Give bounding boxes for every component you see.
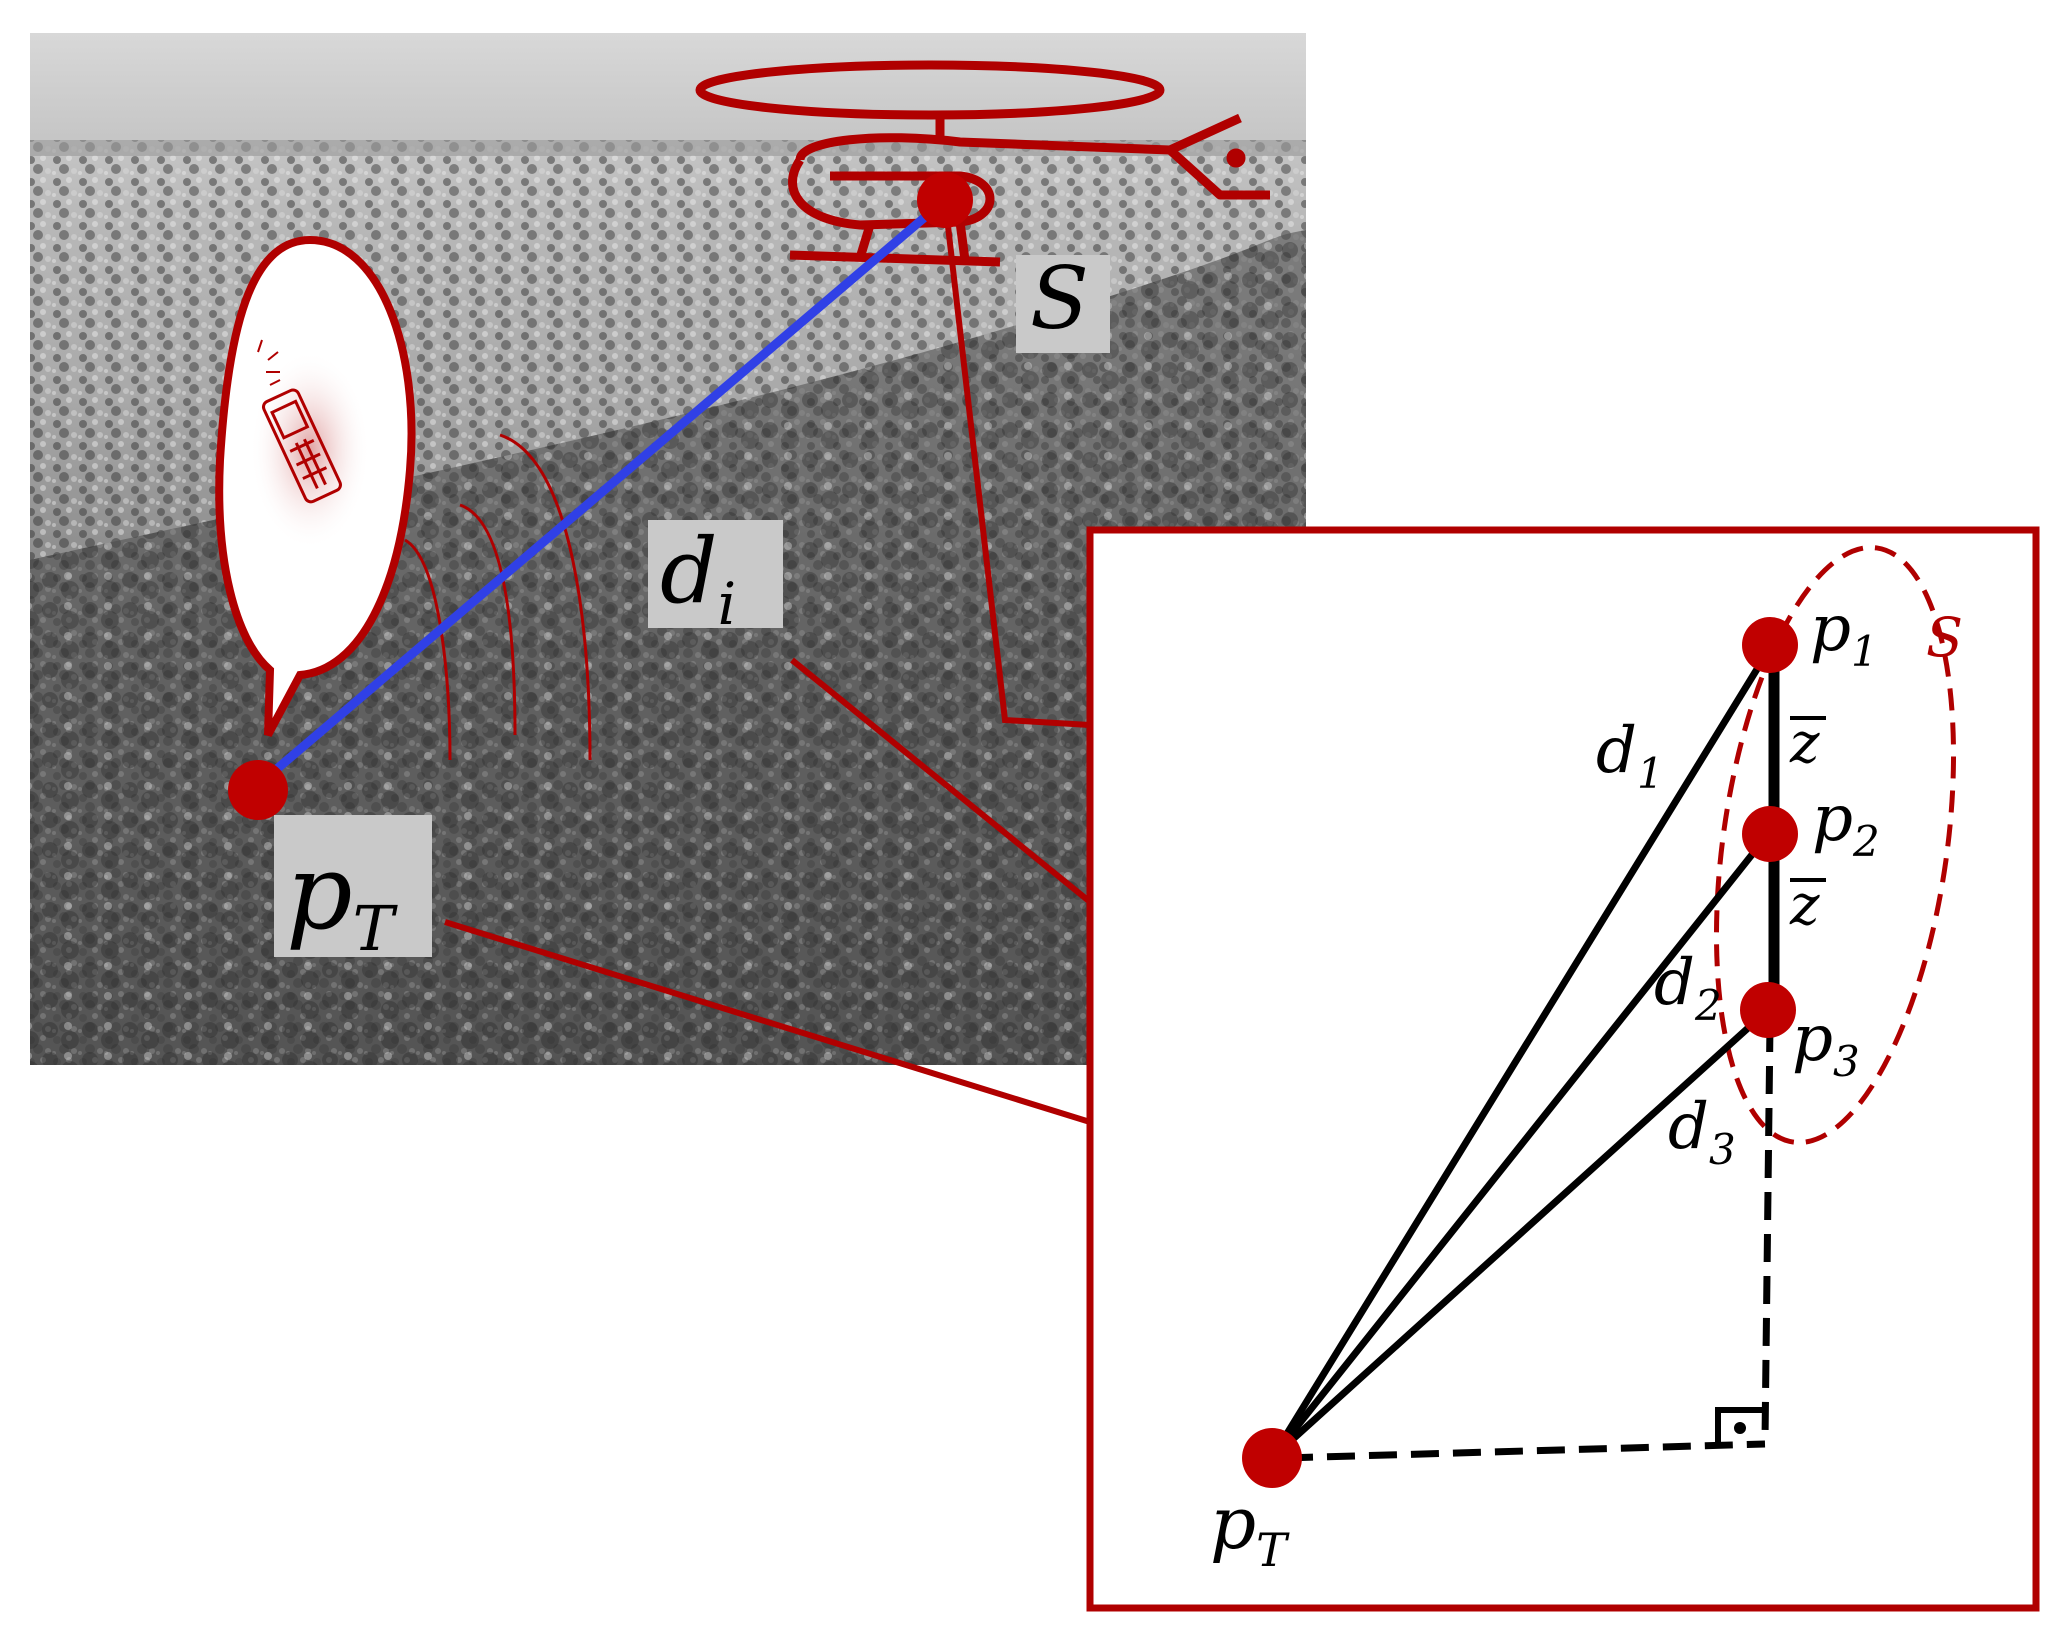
- svg-text:di: di: [660, 519, 736, 638]
- spacing-label-2: z: [1789, 873, 1826, 938]
- inset-panel: S p1 p2 p3 d1 d2 d3: [1086, 526, 2040, 1612]
- svg-text:S: S: [1030, 249, 1089, 349]
- svg-text:z: z: [1789, 711, 1820, 776]
- connector-lines: [444, 199, 1102, 1125]
- inset-point-3: [1740, 982, 1796, 1038]
- target-point: [228, 760, 288, 820]
- svg-text:pT: pT: [286, 831, 399, 965]
- set-ellipse: [1713, 545, 1957, 1145]
- distance-line-1: [1269, 646, 1773, 1460]
- inset-point-2: [1742, 806, 1798, 862]
- distance-line-2: [1269, 829, 1773, 1461]
- target-label: pT: [274, 815, 432, 965]
- sensor-point: [917, 172, 973, 228]
- svg-text:z: z: [1789, 873, 1820, 938]
- inset-target-label: pT: [1210, 1481, 1290, 1577]
- helicopter-icon: [695, 60, 1270, 267]
- distance-line-3: [1269, 1007, 1771, 1461]
- distance-label: di: [648, 519, 783, 638]
- right-angle-mark: [1715, 1407, 1762, 1444]
- inset-target-point: [1242, 1428, 1302, 1488]
- distance-3-label: d3: [1668, 1090, 1736, 1174]
- set-label: S: [1926, 606, 1963, 669]
- perpendicular-vertical: [1761, 1023, 1774, 1441]
- mobile-phone-icon: [250, 339, 370, 550]
- perpendicular-horizontal: [1284, 1440, 1766, 1462]
- sensor-label: S: [1016, 249, 1110, 353]
- distance-1-label: d1: [1596, 714, 1664, 798]
- inset-point-3-label: p3: [1792, 1002, 1860, 1086]
- spacing-label-1: z: [1789, 711, 1826, 776]
- distance-2-label: d2: [1654, 946, 1722, 1030]
- inset-point-2-label: p2: [1812, 782, 1880, 866]
- inset-point-1-label: p1: [1810, 592, 1878, 676]
- signal-line: [255, 196, 948, 789]
- inset-point-1: [1742, 617, 1798, 673]
